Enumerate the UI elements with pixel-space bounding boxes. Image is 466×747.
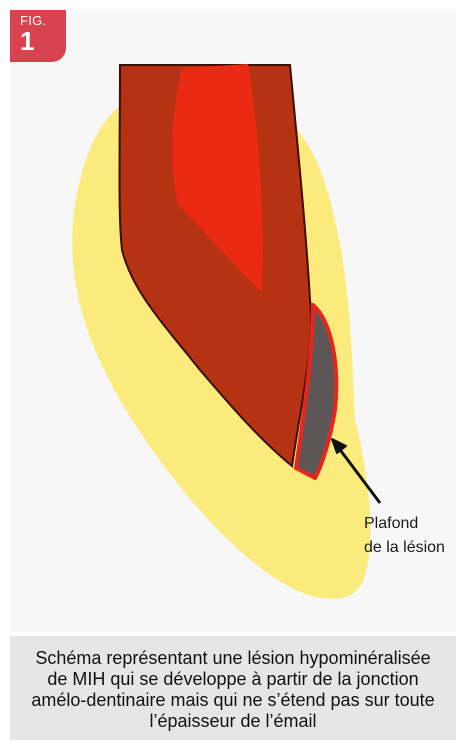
figure-number: 1 — [20, 28, 66, 54]
annotation-line-1: Plafond — [364, 512, 464, 536]
figure-number-badge: FIG. 1 — [10, 10, 66, 62]
figure-caption: Schéma représentant une lésion hypominér… — [10, 636, 456, 740]
lesion-annotation: Plafond de la lésion — [364, 512, 464, 560]
annotation-line-2: de la lésion — [364, 536, 464, 560]
